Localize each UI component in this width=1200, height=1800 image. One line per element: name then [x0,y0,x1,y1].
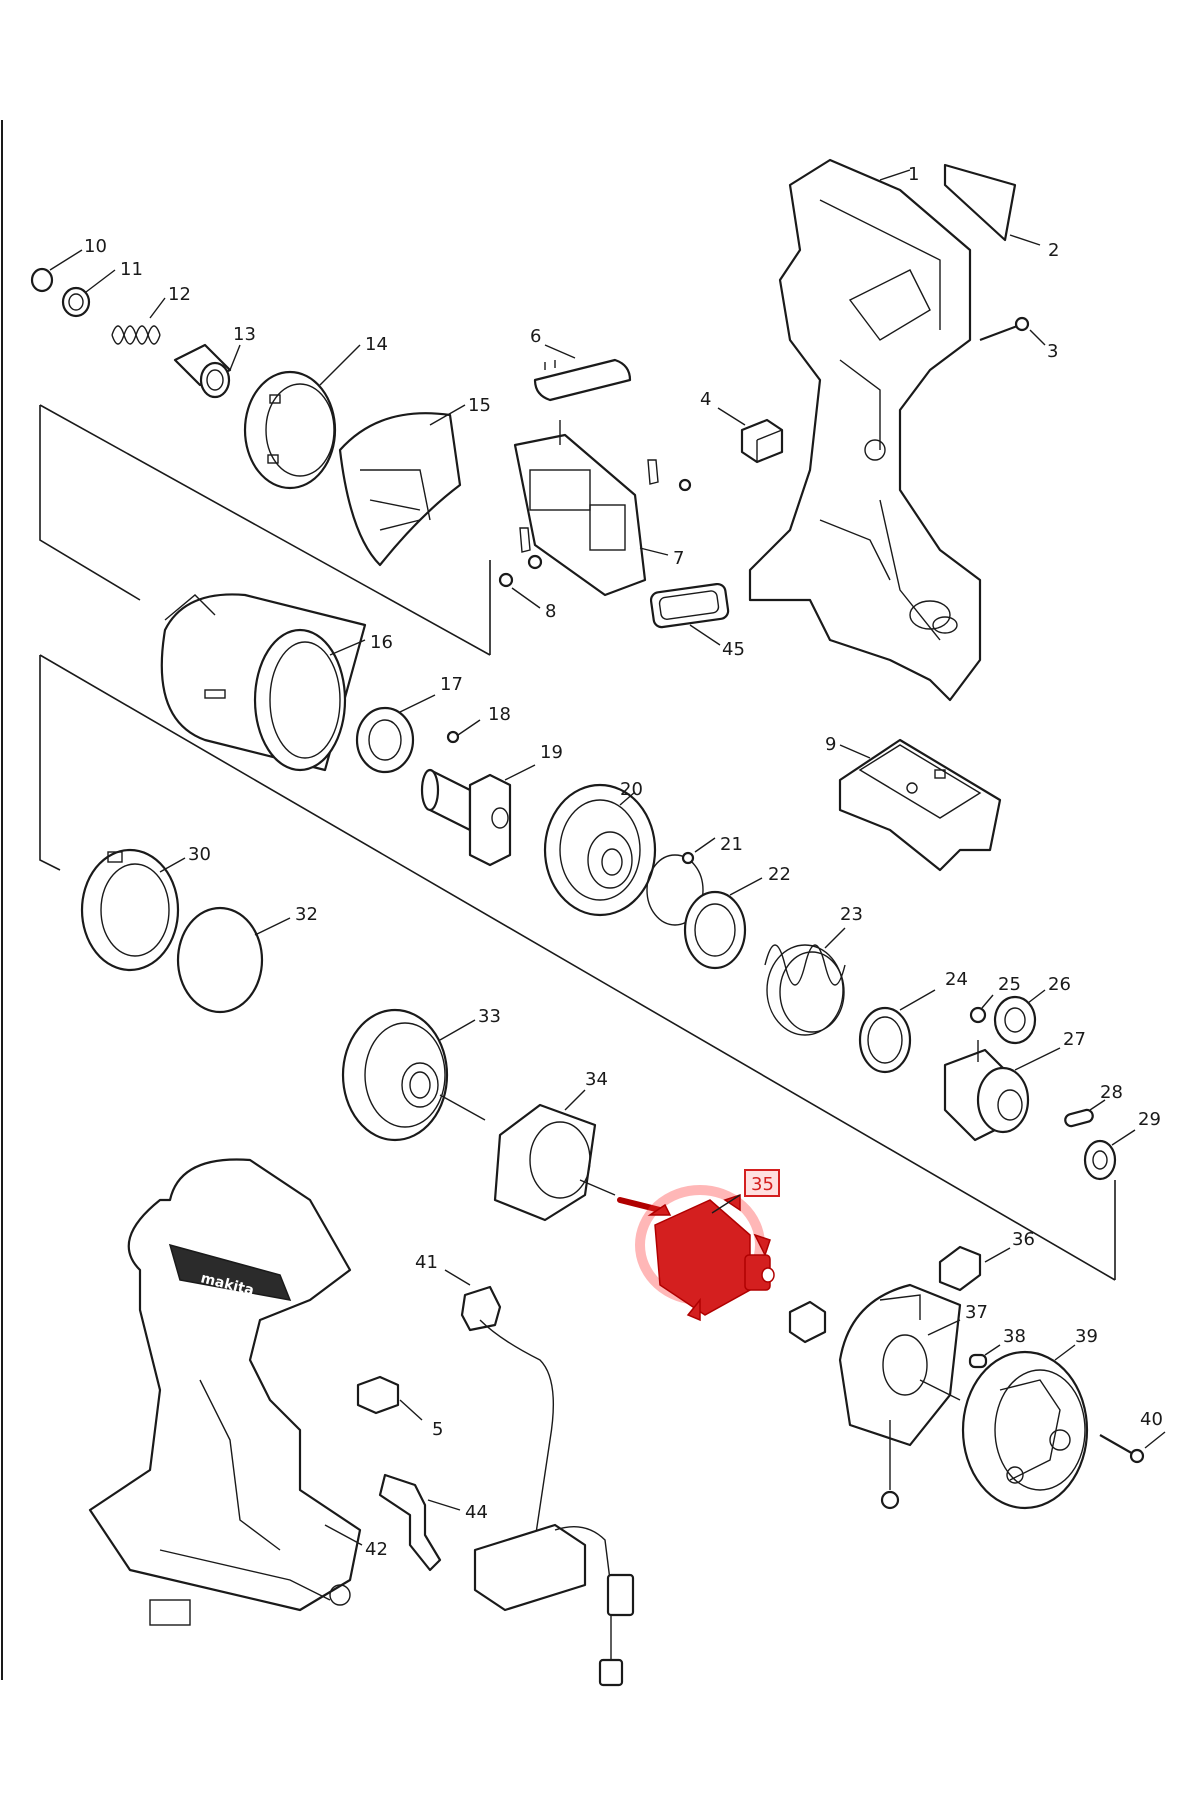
label-part-34: 34 [585,1069,608,1090]
label-part-35-highlight-box [744,1169,780,1197]
part-35-rotor-highlighted [617,1185,775,1322]
label-part-13: 13 [233,324,256,345]
part-38-pin [968,1344,1001,1369]
label-part-45: 45 [722,639,745,660]
label-part-6: 6 [530,326,541,347]
part-10-snap-ring [30,249,83,293]
label-part-16: 16 [370,632,393,653]
label-part-28: 28 [1100,1082,1123,1103]
label-part-15: 15 [468,395,491,416]
label-part-32: 32 [295,904,318,925]
label-part-1: 1 [908,164,919,185]
part-32-o-ring [176,906,291,1014]
label-part-37: 37 [965,1302,988,1323]
part-28-pin [1064,1099,1106,1128]
label-part-35: 35 [751,1174,774,1195]
part-5-block [356,1375,423,1421]
label-part-22: 22 [768,864,791,885]
part-17-washer [355,694,436,774]
part-33-gear-housing [341,1008,486,1142]
part-7-switch [513,420,692,597]
part-11-washer [61,269,116,318]
part-16-hammer-case [160,593,367,772]
label-part-4: 4 [700,389,711,410]
label-part-33: 33 [478,1006,501,1027]
part-24-ring [858,989,936,1074]
label-part-20: 20 [620,779,643,800]
label-part-17: 17 [440,674,463,695]
part-37-stator-baffle [788,1283,962,1510]
part-36-clip [938,1245,1011,1292]
label-part-23: 23 [840,904,863,925]
label-part-5: 5 [432,1419,443,1440]
label-part-19: 19 [540,742,563,763]
part-2-label-plate [943,163,1041,246]
part-45-cover [649,582,730,646]
part-34-insulation-sleeve [493,1089,616,1222]
part-19-spindle [420,764,536,867]
controller-connectors [473,1523,635,1687]
label-part-44: 44 [465,1502,488,1523]
part-12-spring [111,297,166,345]
label-part-7: 7 [673,548,684,569]
label-part-10: 10 [84,236,107,257]
part-23-spring [764,927,846,1036]
label-part-24: 24 [945,969,968,990]
label-part-2: 2 [1048,240,1059,261]
part-27-spindle-carrier [943,1040,1061,1142]
part-1-housing-half [748,158,982,702]
label-part-27: 27 [1063,1029,1086,1050]
part-40-screw [1099,1431,1166,1464]
part-39-rear-cover [961,1344,1089,1510]
part-3-screw [979,316,1046,346]
part-20-hammer [543,783,657,917]
label-part-21: 21 [720,834,743,855]
part-41-led-wiring [444,1269,554,1541]
label-part-36: 36 [1012,1229,1035,1250]
label-part-9: 9 [825,734,836,755]
label-part-8: 8 [545,601,556,622]
label-part-3: 3 [1047,341,1058,362]
label-part-40: 40 [1140,1409,1163,1430]
part-8-screw [498,527,543,609]
part-13-sleeve [173,343,241,399]
part-15-bumper [338,404,466,567]
assembly-frame-lines [39,404,1116,1281]
part-42-housing-set: makita [88,1158,363,1626]
part-30-anvil-ring [80,848,186,972]
part-18-ball [446,719,481,744]
part-6-switch-lever [533,344,632,402]
label-part-39: 39 [1075,1326,1098,1347]
label-part-42: 42 [365,1539,388,1560]
label-part-14: 14 [365,334,388,355]
part-29-washer [1083,1129,1136,1181]
label-part-26: 26 [1048,974,1071,995]
part-25-ball [969,994,994,1024]
part-9-base-plate [838,738,1002,872]
part-44-wire [378,1473,461,1572]
label-part-11: 11 [120,259,143,280]
label-part-12: 12 [168,284,191,305]
label-part-29: 29 [1138,1109,1161,1130]
part-number-labels: 1 2 3 4 5 6 7 8 9 10 11 12 13 14 15 16 1… [84,164,1163,1560]
part-26-gear [993,989,1046,1045]
label-part-18: 18 [488,704,511,725]
label-part-25: 25 [998,974,1021,995]
part-22-washer [683,877,763,970]
part-14-cap [243,344,361,490]
label-part-38: 38 [1003,1326,1026,1347]
label-part-41: 41 [415,1252,438,1273]
part-21-ball [646,837,716,926]
part-4-block [717,407,784,464]
label-part-30: 30 [188,844,211,865]
